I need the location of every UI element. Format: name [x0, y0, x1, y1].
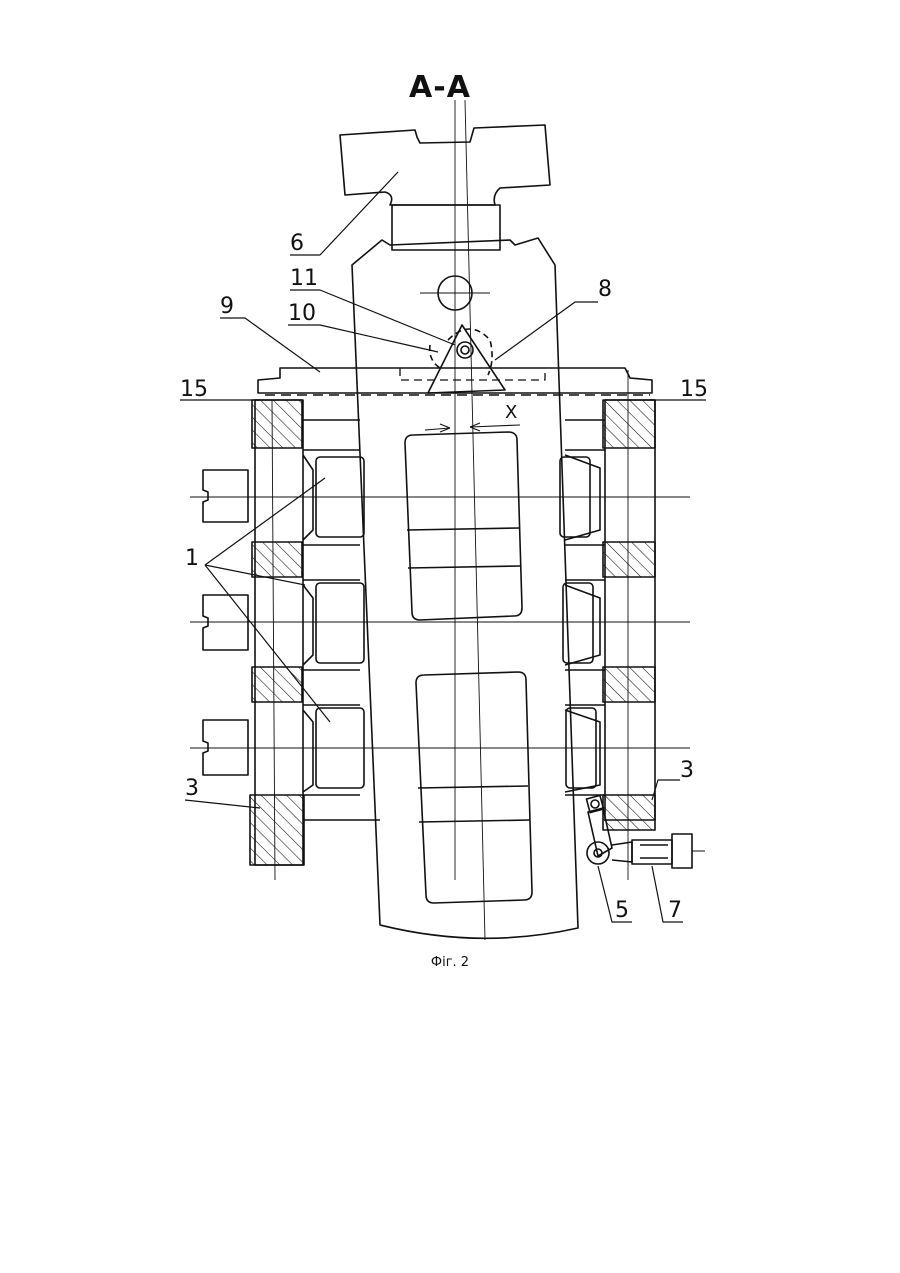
axle-cap-middle [203, 595, 248, 650]
label-3-left: 3 [185, 776, 199, 801]
label-9: 9 [220, 294, 234, 319]
label-5: 5 [615, 898, 629, 923]
axle-cap-top [203, 470, 248, 522]
label-x: X [505, 402, 517, 423]
label-7: 7 [668, 898, 682, 923]
roller-2 [316, 583, 593, 663]
actuator [632, 834, 705, 868]
label-10: 10 [288, 301, 316, 326]
label-1: 1 [185, 546, 199, 571]
figure-caption: Фіг. 2 [410, 955, 490, 970]
label-3-right: 3 [680, 758, 694, 783]
axle-cap-bottom [203, 720, 248, 775]
hook-head [340, 125, 550, 250]
label-8: 8 [598, 277, 612, 302]
label-6: 6 [290, 231, 304, 256]
right-column [565, 400, 655, 820]
hidden-contour [400, 368, 545, 380]
suspension-plate [352, 238, 578, 938]
label-15-right: 15 [680, 377, 708, 402]
label-15-left: 15 [180, 377, 208, 402]
label-11: 11 [290, 266, 318, 291]
triangle-support [428, 325, 505, 393]
